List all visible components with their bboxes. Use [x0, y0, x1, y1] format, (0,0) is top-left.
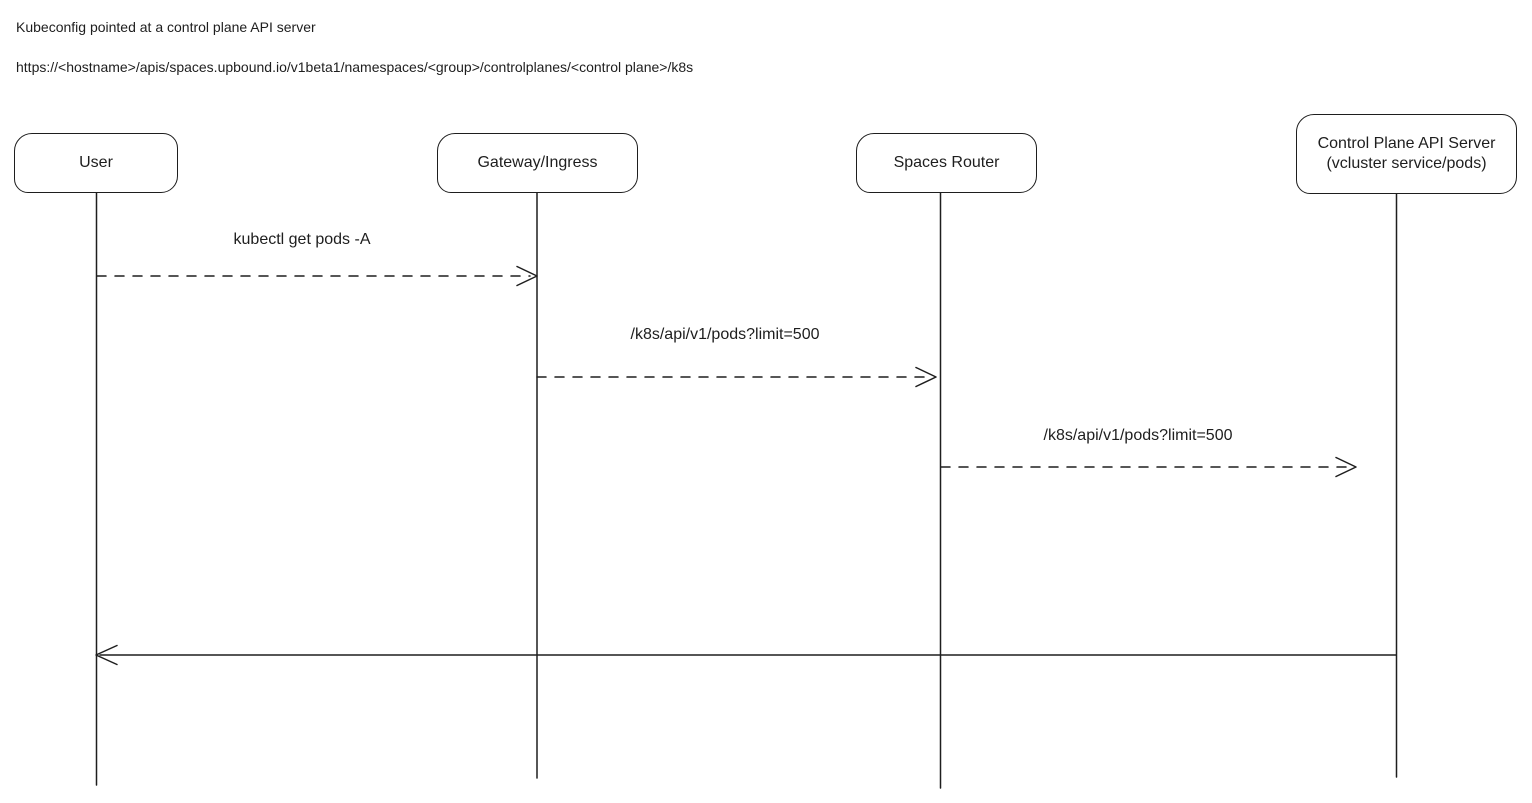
actor-label: User	[79, 154, 113, 171]
actor-label: Control Plane API Server	[1317, 135, 1496, 152]
message-label-k8s-api-pods-1: /k8s/api/v1/pods?limit=500	[630, 326, 820, 343]
actor-label: Spaces Router	[893, 154, 1000, 171]
message-arrow-3-head	[1335, 456, 1357, 478]
message-arrow-4-head	[95, 644, 118, 666]
message-label-k8s-api-pods-2: /k8s/api/v1/pods?limit=500	[1043, 427, 1233, 444]
actor-box-control-plane-api-server: Control Plane API Server (vcluster servi…	[1296, 114, 1517, 194]
actor-sublabel: (vcluster service/pods)	[1326, 155, 1487, 172]
actor-box-gateway-ingress: Gateway/Ingress	[437, 133, 638, 193]
message-label-kubectl-get-pods: kubectl get pods -A	[233, 231, 371, 248]
actor-box-user: User	[14, 133, 178, 193]
diagram-title: Kubeconfig pointed at a control plane AP…	[16, 19, 316, 35]
actor-box-spaces-router: Spaces Router	[856, 133, 1037, 193]
message-arrow-1-head	[516, 265, 538, 287]
actor-label: Gateway/Ingress	[477, 154, 598, 171]
message-arrow-2-head	[915, 366, 937, 388]
kubeconfig-url: https://<hostname>/apis/spaces.upbound.i…	[16, 59, 694, 75]
